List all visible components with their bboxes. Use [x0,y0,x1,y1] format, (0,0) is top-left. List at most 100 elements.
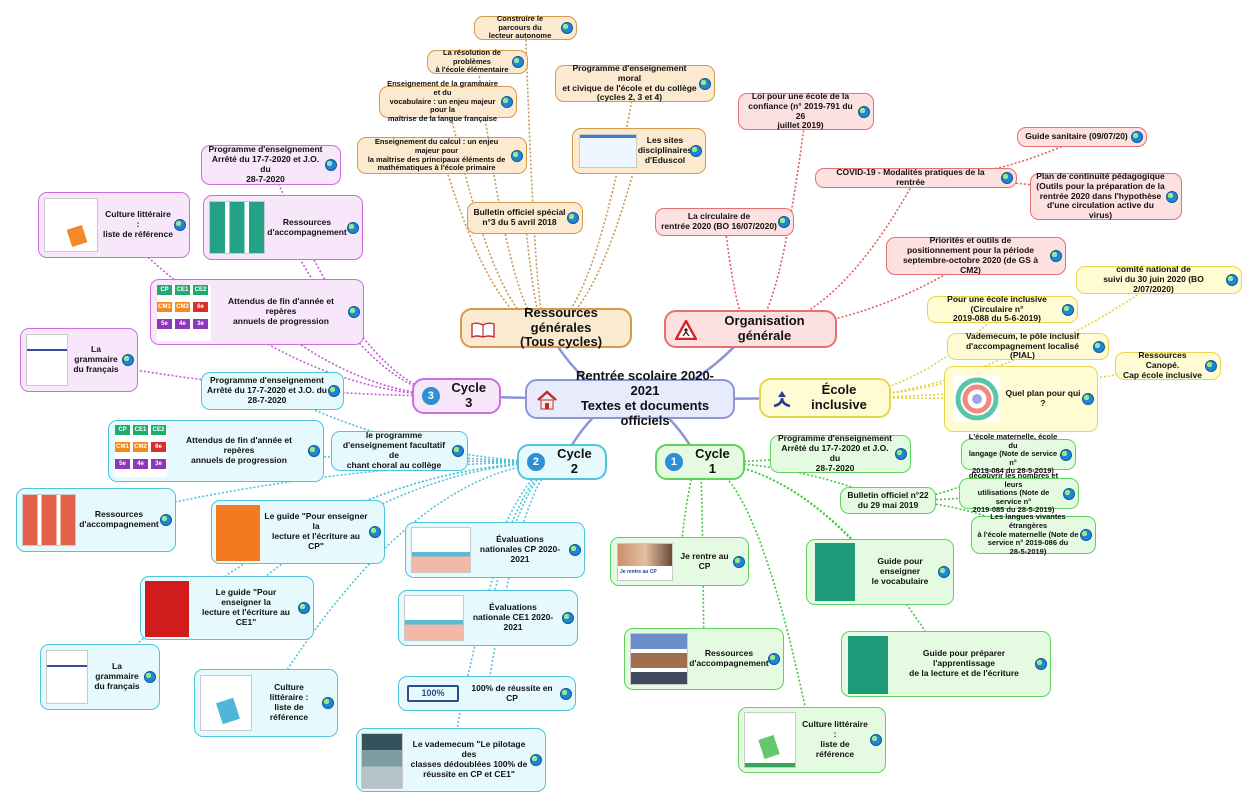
node-grammaire-vocabulaire[interactable]: Enseignement de la grammaire et du vocab… [379,80,517,123]
web-link-icon [1060,448,1072,461]
node-c1-guide-apprentissage[interactable]: Guide pour préparer l'apprentissage de l… [841,631,1051,697]
node-sites-disciplinaires[interactable]: Les sites disciplinaires d'Eduscol [572,128,706,174]
node-c1-programme[interactable]: Programme d'enseignement Arrêté du 17-7-… [770,434,911,473]
node-c2-vademecum[interactable]: Le vademecum "Le pilotage des classes dé… [356,728,546,792]
node-c2-guide-ce1[interactable]: Le guide "Pour enseigner la lecture et l… [140,576,314,640]
web-link-icon [328,385,340,397]
node-c1-culture[interactable]: Culture littéraire : liste de référence [738,707,886,773]
c2-grammaire-label: La grammaire du français [94,661,140,691]
node-bulletin-special[interactable]: Bulletin officiel spécial n°3 du 5 avril… [467,202,583,234]
loi-label: Loi pour une école de la confiance (n° 2… [748,90,853,131]
hub-cycle-1[interactable]: 1 Cycle 1 [655,444,745,480]
web-link-icon [308,445,320,457]
node-comite-national[interactable]: comité national de suivi du 30 juin 2020… [1076,264,1242,294]
pial-label: Vademecum, le pôle inclusif d'accompagne… [965,330,1080,361]
node-c2-grammaire[interactable]: La grammaire du français [40,644,160,710]
node-c1-langues[interactable]: Les langues vivantes étrangères à l'écol… [971,512,1096,556]
web-link-icon [511,149,523,162]
web-link-icon [562,612,574,624]
web-link-icon [1050,250,1062,262]
hub-organisation-generale[interactable]: Organisation générale [664,310,837,348]
node-c3-ressources[interactable]: Ressources d'accompagnement [203,195,363,260]
node-c1-bulletin[interactable]: Bulletin officiel n°22 du 29 mai 2019 [840,487,936,514]
level-tile-6e: 6e [151,442,166,452]
level-tile-6e: 6e [193,302,208,312]
connector-node-c1-ressources [699,461,705,660]
node-c3-grammaire[interactable]: La grammaire du français [20,328,138,392]
node-c1-ressources[interactable]: Ressources d'accompagnement [624,628,784,690]
node-ressources-canope[interactable]: Ressources Canopé. Cap école inclusive [1115,350,1221,380]
hub-cycle1-label: Cycle 1 [695,446,730,476]
connector-node-c1-culture [699,461,813,741]
node-priorites-outils[interactable]: Priorités et outils de positionnement po… [886,236,1066,275]
web-link-icon [895,448,907,460]
level-tile-4e: 4e [175,319,190,329]
c2-guide-cp-label: Le guide "Pour enseigner la lecture et l… [264,511,368,551]
node-c2-ressources[interactable]: Ressources d'accompagnement [16,488,176,552]
web-link-icon [1062,303,1074,316]
hub-cycle2-label: Cycle 2 [557,446,592,476]
node-circulaire-rentree[interactable]: La circulaire de rentrée 2020 (BO 16/07/… [655,208,794,236]
level-tile-cp: CP [157,285,172,295]
node-c1-nombres[interactable]: découvrir les nombres et leurs utilisati… [959,471,1079,514]
level-tile-ce1: CE1 [175,285,190,295]
c1-langues-label: Les langues vivantes étrangères à l'écol… [977,512,1079,556]
c2-reussite-label: 100% de réussite en CP [471,682,553,703]
central-topic[interactable]: Rentrée scolaire 2020-2021 Textes et doc… [525,368,735,428]
node-plan-continuite[interactable]: Plan de continuité pédagogique (Outils p… [1030,171,1182,220]
c2-guide-ce1-label: Le guide "Pour enseigner la lecture et l… [201,587,290,627]
web-link-icon [569,544,581,556]
node-loi-ecole-confiance[interactable]: Loi pour une école de la confiance (n° 2… [738,90,874,131]
node-resolution-problemes[interactable]: La résolution de problèmes à l'école élé… [427,48,528,74]
node-covid-modalites[interactable]: COVID-19 - Modalités pratiques de la ren… [815,167,1017,188]
level-tile-4e: 4e [133,459,148,469]
connector-node-resolution-problemes [476,61,547,329]
node-c1-guide-vocabulaire[interactable]: Guide pour enseigner le vocabulaire [806,539,954,605]
hub-ressources-generales[interactable]: Ressources générales (Tous cycles) [460,305,632,349]
node-c2-eval-ce1[interactable]: Évaluations nationale CE1 2020-2021 [398,590,578,646]
c2-eval-cp-label: Évaluations nationales CP 2020-2021 [479,534,561,564]
node-parcours-lecteur[interactable]: Construire le parcours du lecteur autono… [474,14,577,40]
node-enseignement-calcul[interactable]: Enseignement du calcul : un enjeu majeur… [357,137,527,174]
web-link-icon [298,602,310,614]
hub-cycle-2[interactable]: 2 Cycle 2 [517,444,607,480]
web-link-icon [733,555,745,568]
node-circulaire-inclusive[interactable]: Pour une école inclusive (Circulaire n° … [927,294,1078,323]
node-c3-programme-top[interactable]: Programme d'enseignement Arrêté du 17-7-… [201,145,341,185]
reussite-logo: 100% [407,685,459,702]
node-c2-chant-choral[interactable]: le programme d'enseignement facultatif d… [331,431,468,471]
web-link-icon [768,653,780,665]
node-c3-programme[interactable]: Programme d'enseignement Arrêté du 17-7-… [201,372,344,410]
hub-organisation-label: Organisation générale [724,313,805,343]
node-quel-plan[interactable]: Quel plan pour qui ? [944,366,1098,432]
level-tile-cm1: CM1 [115,442,130,452]
node-c1-je-rentre-cp[interactable]: Je rentre au CP Je rentre au CP [610,537,749,586]
web-link-icon [690,145,702,157]
web-link-icon [699,77,711,90]
hub-ecole-inclusive[interactable]: École inclusive [759,378,891,418]
node-vademecum-pial[interactable]: Vademecum, le pôle inclusif d'accompagne… [947,330,1109,361]
web-link-icon [347,221,359,234]
node-c3-culture[interactable]: Culture littéraire : liste de référence [38,192,190,258]
guide-apprentissage-cover [848,636,888,694]
node-guide-sanitaire[interactable]: Guide sanitaire (09/07/20) [1017,127,1147,147]
c2-eval-ce1-label: Évaluations nationale CE1 2020-2021 [472,602,554,632]
web-link-icon [870,734,882,746]
level-tile-5e: 5e [115,459,130,469]
hub-cycle-3[interactable]: 3 Cycle 3 [412,378,501,414]
node-programme-moral-civique[interactable]: Programme d'enseignement moral et civiqu… [555,63,715,102]
web-link-icon [530,754,542,766]
node-c2-guide-cp[interactable]: Le guide "Pour enseigner la lecture et l… [211,500,385,564]
c3-ressources-icons [209,201,265,254]
node-c2-reussite-cp[interactable]: 100% 100% de réussite en CP [398,676,576,711]
web-link-icon [1166,190,1178,203]
guide-vocabulaire-cover [815,543,855,601]
node-c2-eval-cp[interactable]: Évaluations nationales CP 2020-2021 [405,522,585,578]
c3-grammaire-label: La grammaire du français [73,344,119,374]
web-link-icon [858,105,870,118]
node-c2-culture[interactable]: Culture littéraire : liste de référence [194,669,338,737]
node-c1-ecole-maternelle[interactable]: L'école maternelle, école du langage (No… [961,432,1076,475]
web-link-icon [938,566,950,578]
